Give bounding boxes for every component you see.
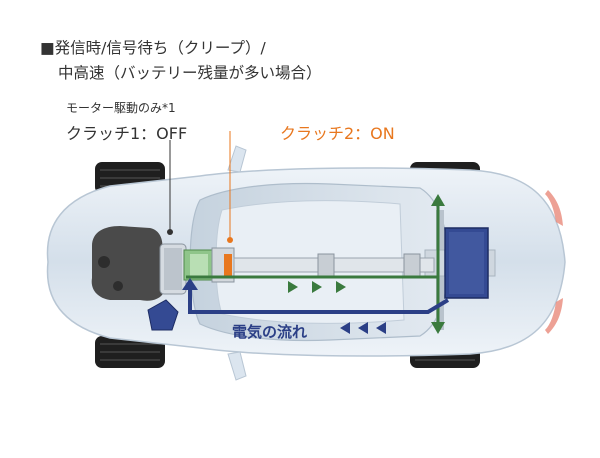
battery xyxy=(444,227,489,299)
clutch1-housing xyxy=(159,243,187,295)
clutch2-housing xyxy=(211,247,235,283)
engine xyxy=(91,226,164,301)
electricity-flow-label: 電気の流れ xyxy=(232,323,308,341)
inverter xyxy=(147,299,179,331)
motor xyxy=(183,249,215,281)
propeller-shaft xyxy=(233,253,435,277)
electric-flow-arrowheads xyxy=(182,278,386,334)
title-line-1: ■発信時/信号待ち（クリープ）/ xyxy=(40,39,266,57)
callout-lines xyxy=(167,131,233,243)
clutch2-label: クラッチ2：ON xyxy=(280,124,395,143)
clutch1-label: クラッチ1：OFF xyxy=(66,124,188,143)
power-flow-arrows xyxy=(288,281,346,293)
title-line-2: 中高速（バッテリー残量が多い場合） xyxy=(58,64,322,82)
electric-flow xyxy=(188,288,450,314)
motor-only-note: モーター駆動のみ*1 xyxy=(66,101,176,115)
